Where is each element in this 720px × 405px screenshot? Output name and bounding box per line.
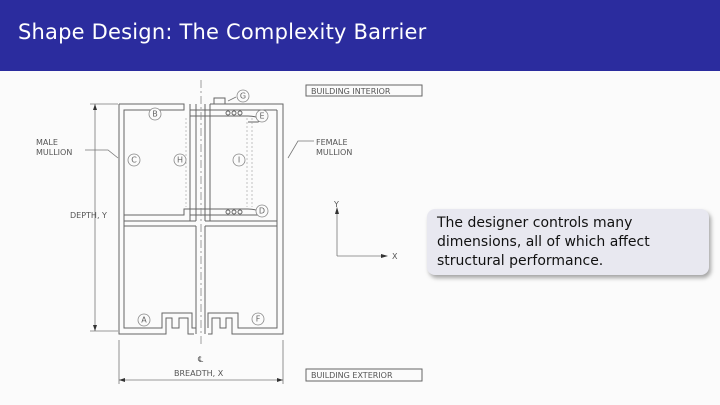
female-mullion-web	[205, 220, 277, 227]
male-mullion-outer	[118, 104, 194, 335]
female-mullion-label-1: FEMALE	[316, 138, 348, 147]
female-mullion-label-2: MULLION	[316, 148, 352, 157]
hook-detail-top	[225, 110, 243, 116]
breadth-arrow-left	[119, 378, 125, 382]
female-mullion-leader	[287, 140, 314, 159]
point-h-circle	[173, 153, 187, 167]
female-mullion-flange	[204, 104, 211, 334]
male-mullion-flange	[189, 104, 197, 334]
male-mullion-inner	[123, 110, 196, 329]
point-a-circle	[137, 313, 151, 327]
point-i-label: I	[238, 156, 240, 165]
male-mullion-web	[124, 220, 196, 227]
interlock-hook-top	[213, 97, 226, 104]
point-b-circle	[148, 107, 162, 121]
point-d-circle	[255, 204, 269, 218]
mullion-interlock	[190, 109, 277, 216]
point-g-circle	[236, 89, 250, 103]
point-e-label: E	[259, 112, 264, 121]
mullion-drawing: A B C D E F G H I BUILDING INTERIOR BUIL…	[0, 71, 440, 405]
male-mullion-leader	[85, 149, 119, 159]
y-axis-arrow	[335, 207, 339, 214]
point-f-label: F	[256, 315, 261, 324]
point-c-label: C	[131, 156, 137, 165]
axis-x-label: X	[392, 252, 398, 261]
g-leader	[227, 96, 237, 102]
male-mullion-label-2: MULLION	[36, 148, 72, 157]
building-exterior-box	[305, 368, 423, 382]
axis-y-label: Y	[333, 200, 339, 209]
slide-title: Shape Design: The Complexity Barrier	[18, 20, 427, 44]
female-mullion-inner	[207, 110, 278, 329]
depth-label: DEPTH, Y	[70, 211, 107, 220]
title-bar: Shape Design: The Complexity Barrier	[0, 0, 720, 71]
point-e-circle	[255, 109, 269, 123]
point-a-label: A	[141, 316, 147, 325]
point-f-circle	[251, 312, 265, 326]
depth-arrow-top	[93, 104, 97, 110]
depth-arrow-bottom	[93, 325, 97, 331]
building-interior-label: BUILDING INTERIOR	[311, 87, 391, 96]
female-mullion-outer	[208, 103, 284, 335]
point-b-label: B	[152, 110, 158, 119]
mullion-drawing-svg: A B C D E F G H I BUILDING INTERIOR BUIL…	[36, 80, 423, 384]
point-c-circle	[127, 153, 141, 167]
point-i-circle	[232, 153, 246, 167]
centerline-symbol: ℄	[198, 355, 204, 364]
callout-box: The designer controls many dimensions, a…	[427, 209, 709, 275]
breadth-label: BREADTH, X	[174, 369, 224, 378]
breadth-arrow-right	[277, 378, 283, 382]
point-g-label: G	[240, 92, 246, 101]
x-axis-arrow	[381, 254, 388, 258]
point-d-label: D	[259, 207, 265, 216]
male-mullion-label-1: MALE	[36, 138, 58, 147]
point-h-label: H	[177, 156, 183, 165]
callout-text: The designer controls many dimensions, a…	[437, 215, 650, 269]
hook-detail-bottom	[225, 209, 243, 215]
building-interior-box	[305, 84, 423, 97]
building-exterior-label: BUILDING EXTERIOR	[311, 371, 393, 380]
